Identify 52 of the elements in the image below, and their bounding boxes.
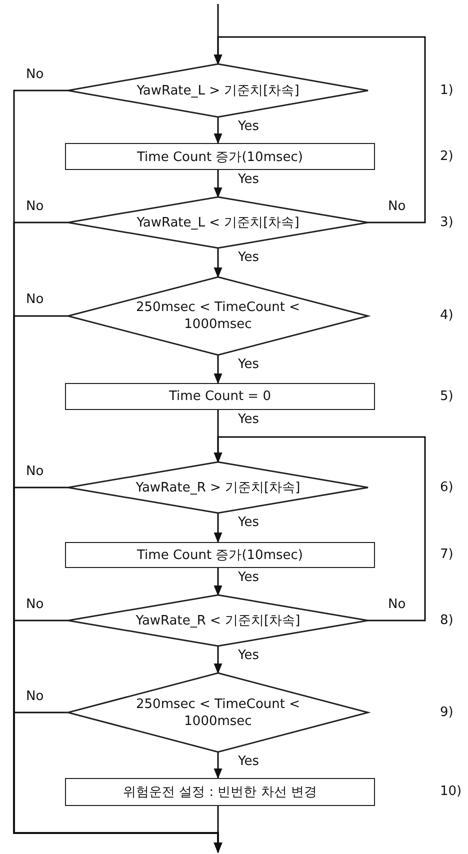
condition-text: 250msec < TimeCount < 1000msec bbox=[136, 696, 300, 730]
step-number: 4) bbox=[440, 308, 454, 323]
step-number: 6) bbox=[440, 480, 454, 494]
step-number: 8) bbox=[440, 612, 454, 628]
edge-label: Yes bbox=[238, 172, 259, 187]
process-text: Time Count 증가(10msec) bbox=[137, 547, 303, 564]
edge-label: Yes bbox=[238, 357, 259, 372]
step-number: 5) bbox=[440, 388, 454, 404]
edge-label: No bbox=[388, 198, 406, 214]
arrow bbox=[214, 117, 222, 144]
arrow bbox=[214, 436, 426, 622]
process-text: Time Count = 0 bbox=[169, 389, 271, 404]
arrow bbox=[214, 248, 222, 278]
step-number: 1) bbox=[440, 82, 454, 98]
process-box bbox=[65, 143, 375, 170]
edge-label: Yes bbox=[238, 119, 259, 134]
process-box bbox=[65, 542, 375, 568]
step-number: 9) bbox=[440, 704, 454, 720]
edge-label: No bbox=[26, 464, 44, 478]
process-box bbox=[65, 778, 375, 806]
arrow bbox=[214, 646, 222, 674]
arrow bbox=[214, 568, 222, 596]
arrow bbox=[214, 355, 222, 384]
arrow bbox=[214, 170, 222, 198]
edge-label: Yes bbox=[238, 754, 259, 769]
edge-label: Yes bbox=[238, 570, 259, 585]
edge-label: Yes bbox=[238, 648, 259, 663]
step-number: 3) bbox=[440, 214, 454, 230]
step-number: 2) bbox=[440, 148, 454, 164]
edge-label: No bbox=[26, 596, 44, 612]
condition-text: YawRate_L > 기준치[차속] bbox=[136, 82, 300, 99]
arrow bbox=[214, 36, 426, 224]
edge-label: No bbox=[388, 596, 406, 612]
arrow bbox=[214, 752, 222, 780]
condition-text: YawRate_L < 기준치[차속] bbox=[136, 214, 300, 231]
condition-text: YawRate_R < 기준치[차속] bbox=[136, 612, 300, 629]
process-box bbox=[65, 383, 375, 410]
edge-label: Yes bbox=[238, 250, 259, 265]
arrow bbox=[13, 712, 222, 854]
condition-text: 250msec < TimeCount < 1000msec bbox=[136, 299, 300, 333]
edge-label: Yes bbox=[238, 515, 259, 530]
arrow bbox=[214, 513, 222, 544]
edge-label: No bbox=[26, 198, 44, 214]
edge-label: Yes bbox=[238, 412, 259, 427]
step-number: 10) bbox=[440, 784, 462, 799]
condition-text: YawRate_R > 기준치[차속] bbox=[136, 479, 300, 496]
step-number: 7) bbox=[440, 547, 454, 562]
process-text: 위험운전 설정 : 빈번한 차선 변경 bbox=[122, 784, 318, 801]
edge-label: No bbox=[26, 66, 44, 82]
edge-label: No bbox=[26, 688, 44, 704]
process-text: Time Count 증가(10msec) bbox=[137, 148, 303, 166]
edge-label: No bbox=[26, 292, 44, 307]
